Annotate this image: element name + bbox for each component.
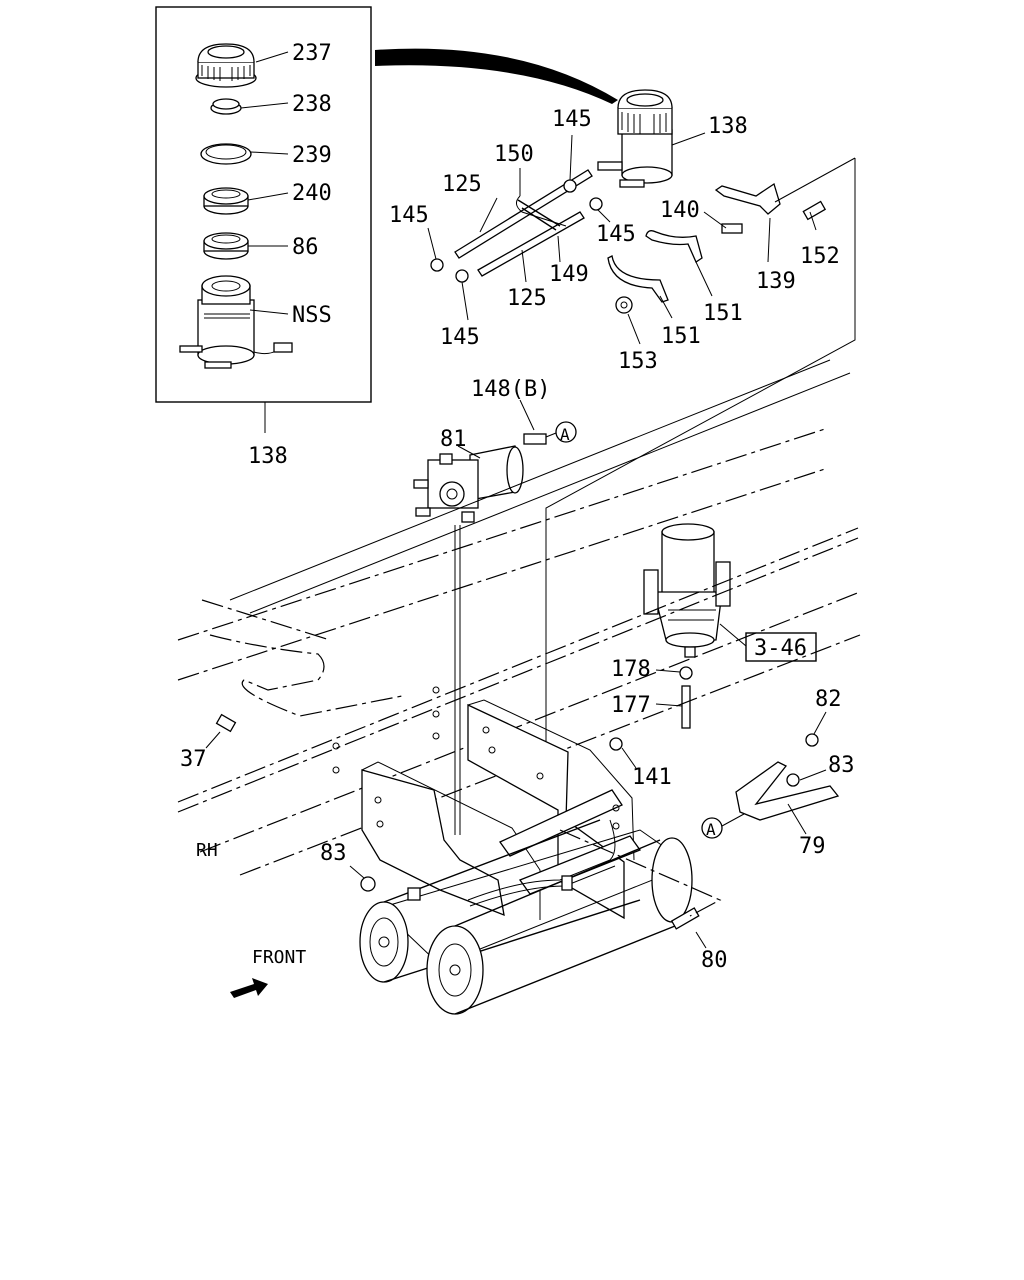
reservoir-assembly bbox=[597, 89, 673, 188]
hose-clamps bbox=[430, 179, 603, 283]
label-240: 240 bbox=[292, 181, 332, 206]
label-79: 79 bbox=[799, 834, 826, 859]
front-arrow-icon bbox=[230, 978, 268, 998]
label-153: 153 bbox=[618, 349, 658, 374]
inset-pointer-arrow bbox=[375, 48, 618, 104]
label-138: 138 bbox=[708, 114, 748, 139]
pipe-177 bbox=[681, 685, 691, 729]
nut-83-left bbox=[360, 876, 376, 892]
label-150: 150 bbox=[494, 142, 534, 167]
label-37: 37 bbox=[180, 747, 207, 772]
label-rh: RH bbox=[196, 840, 218, 861]
label-148b: 148(B) bbox=[471, 377, 550, 402]
label-125-bottom: 125 bbox=[507, 286, 547, 311]
label-3-46: 3-46 bbox=[754, 636, 807, 661]
label-145-right: 145 bbox=[596, 222, 636, 247]
label-141: 141 bbox=[632, 765, 672, 790]
label-81: 81 bbox=[440, 427, 467, 452]
callout-a-top: A bbox=[560, 425, 570, 444]
label-83-right: 83 bbox=[828, 753, 855, 778]
filter-part bbox=[203, 187, 249, 215]
label-82: 82 bbox=[815, 687, 842, 712]
callout-a-circle-bottom bbox=[701, 817, 723, 839]
label-138-inset: 138 bbox=[248, 444, 288, 469]
callout-a-circle-top bbox=[555, 421, 577, 443]
label-125-top: 125 bbox=[442, 172, 482, 197]
nut-178 bbox=[679, 666, 693, 680]
callout-a-bottom: A bbox=[706, 820, 716, 839]
side-bracket bbox=[701, 733, 840, 839]
label-83-left: 83 bbox=[320, 841, 347, 866]
label-145-top: 145 bbox=[552, 107, 592, 132]
inset-frame bbox=[155, 6, 372, 403]
label-149: 149 bbox=[549, 262, 589, 287]
element-part bbox=[203, 232, 249, 260]
reservoir-inset: 237 238 239 240 86 NSS 138 bbox=[155, 6, 372, 469]
label-178: 178 bbox=[611, 657, 651, 682]
label-139: 139 bbox=[756, 269, 796, 294]
nut-141 bbox=[609, 737, 623, 751]
air-dryer bbox=[643, 523, 731, 658]
seal-part bbox=[210, 98, 242, 115]
label-nss: NSS bbox=[292, 303, 332, 328]
air-tanks bbox=[359, 819, 693, 1015]
label-151-lower: 151 bbox=[661, 324, 701, 349]
cap-part bbox=[195, 43, 257, 88]
relay-valve bbox=[413, 421, 577, 523]
label-140: 140 bbox=[660, 198, 700, 223]
label-80: 80 bbox=[701, 948, 728, 973]
label-86: 86 bbox=[292, 235, 319, 260]
label-145-left: 145 bbox=[389, 203, 429, 228]
label-151-upper: 151 bbox=[703, 301, 743, 326]
reservoir-body-part bbox=[179, 275, 293, 369]
hose-pair bbox=[454, 169, 593, 277]
label-237: 237 bbox=[292, 41, 332, 66]
frame-rails bbox=[177, 359, 861, 876]
ring-part bbox=[200, 143, 252, 165]
cross-member bbox=[332, 686, 642, 920]
mounting-brackets bbox=[607, 182, 827, 314]
label-177: 177 bbox=[611, 693, 651, 718]
label-145-bottom: 145 bbox=[440, 325, 480, 350]
bolt-37 bbox=[215, 713, 237, 733]
label-front: FRONT bbox=[252, 947, 306, 968]
ref-box-3-46 bbox=[745, 632, 817, 662]
label-152: 152 bbox=[800, 244, 840, 269]
label-239: 239 bbox=[292, 143, 332, 168]
label-238: 238 bbox=[292, 92, 332, 117]
